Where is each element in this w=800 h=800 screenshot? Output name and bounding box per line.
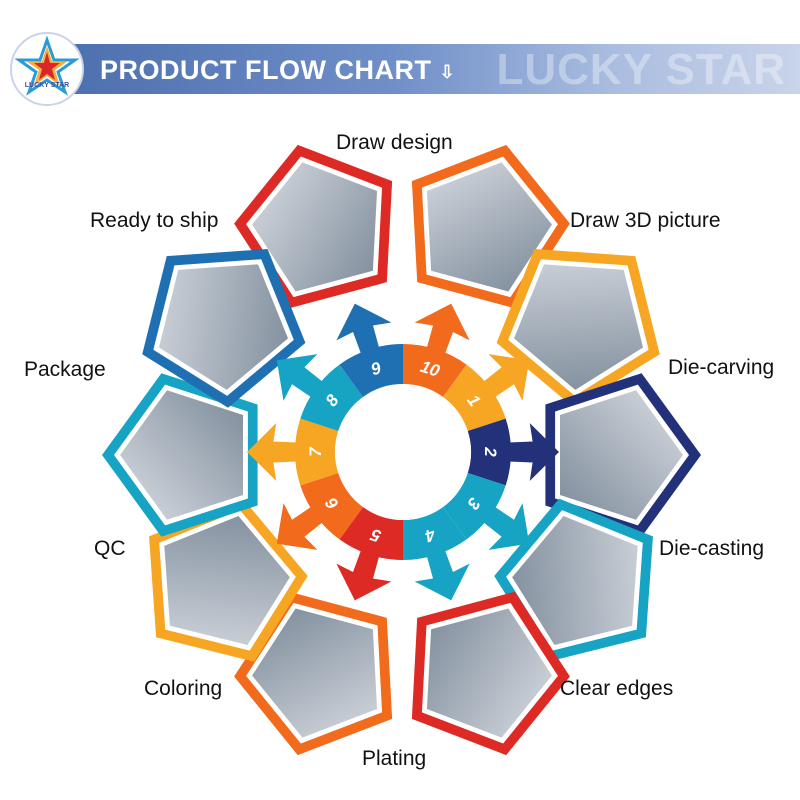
photo-frame-9 — [102, 373, 258, 537]
photo-frame-8 — [149, 498, 308, 662]
wheel-segment-10 — [339, 343, 403, 397]
photo-frame-5 — [494, 498, 653, 662]
arrow-icon — [276, 503, 324, 550]
photo-frame-4 — [545, 373, 701, 537]
page-title: PRODUCT FLOW CHART ⇩ — [100, 50, 455, 92]
title-banner — [60, 44, 800, 94]
step-number: 2 — [481, 446, 500, 457]
step-label-2: Draw 3D picture — [570, 209, 721, 232]
step-label-10: Ready to ship — [90, 209, 219, 232]
arrow-icon — [414, 549, 470, 601]
arrow-icon — [336, 549, 392, 601]
step-label-3: Die-carving — [668, 356, 775, 379]
photo-placeholder — [514, 264, 644, 390]
down-arrow-icon: ⇩ — [439, 61, 456, 82]
photo-placeholder — [252, 608, 378, 738]
step-label-9: Package — [24, 358, 106, 381]
photo-frame-2 — [411, 144, 570, 309]
arrow-icon — [247, 423, 298, 481]
arrow-icon — [482, 354, 530, 401]
wheel-segment-2 — [443, 364, 506, 431]
photo-placeholder — [158, 264, 288, 390]
photo-placeholder — [120, 390, 243, 520]
wheel-segment-7 — [300, 473, 363, 540]
wheel-segment-4 — [443, 473, 506, 540]
photo-frame-6 — [411, 591, 570, 756]
wheel-segment-6 — [339, 507, 403, 560]
photo-placeholder — [512, 516, 638, 646]
step-label-4: Die-casting — [659, 537, 765, 560]
header: LUCKY STAR PRODUCT FLOW CHART ⇩ LUCKY STA… — [0, 0, 800, 110]
wheel-segment-3 — [467, 418, 511, 486]
wheel-segment-9 — [300, 364, 363, 431]
photo-frame-3 — [496, 249, 660, 408]
photo-placeholder — [426, 608, 552, 738]
arrow-icon — [336, 303, 392, 355]
page-title-text: PRODUCT FLOW CHART — [100, 55, 432, 85]
step-label-7: Coloring — [144, 677, 223, 700]
step-label-5: Clear edges — [560, 677, 674, 700]
photo-frame-7 — [234, 591, 393, 756]
arrow-icon — [414, 303, 470, 355]
photo-placeholder — [164, 516, 290, 646]
step-label-6: Plating — [362, 747, 427, 770]
photo-placeholder — [560, 390, 683, 520]
lucky-star-logo — [10, 32, 84, 106]
photo-placeholder — [252, 162, 378, 292]
wheel-segment-5 — [403, 507, 467, 561]
wheel-segment-8 — [295, 418, 339, 486]
arrow-icon — [482, 503, 530, 550]
watermark: LUCKY STAR — [496, 45, 786, 94]
wheel-center — [335, 384, 471, 520]
arrow-icon — [508, 423, 559, 481]
step-number: 7 — [306, 446, 325, 457]
arrow-icon — [276, 354, 324, 401]
step-label-8: QC — [94, 537, 126, 560]
process-photos — [102, 144, 701, 756]
photo-frame-10 — [142, 249, 306, 408]
step-label-1: Draw design — [336, 131, 453, 154]
wheel-segment-1 — [403, 343, 467, 397]
logo-text: LUCKY STAR — [24, 82, 70, 89]
photo-placeholder — [426, 162, 552, 292]
